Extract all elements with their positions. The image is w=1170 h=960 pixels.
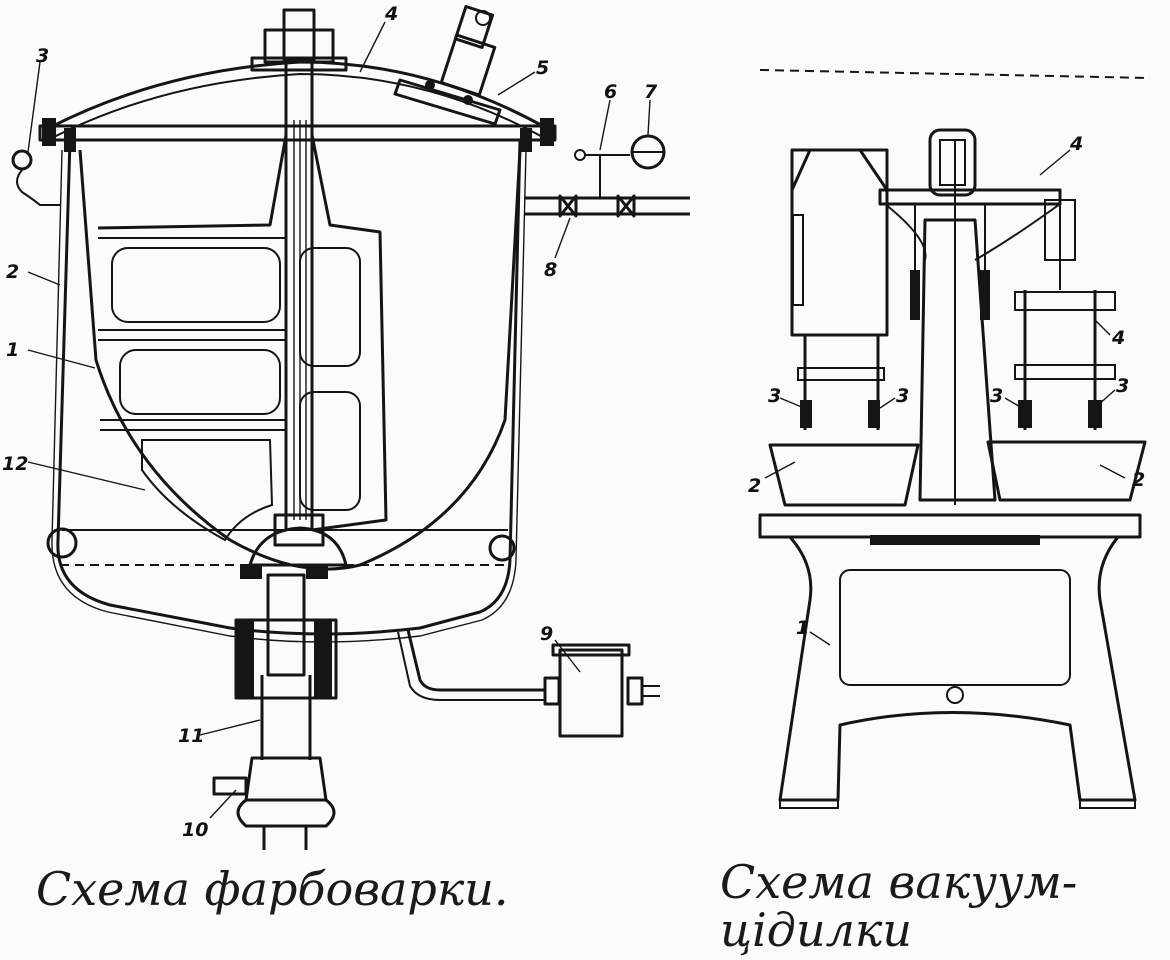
lug-right xyxy=(488,534,516,562)
label-r3-d: 3 xyxy=(1116,375,1129,397)
right-part-labels: 4 4 3 3 3 3 2 2 1 xyxy=(748,133,1145,639)
label-6: 6 xyxy=(604,81,617,103)
lid-flange xyxy=(38,124,557,142)
shaft-top-stub xyxy=(282,8,316,62)
drive-pulley xyxy=(928,128,977,197)
label-8: 8 xyxy=(544,259,557,281)
central-column xyxy=(918,218,997,502)
left-suction-rods xyxy=(797,335,885,430)
label-r3-a: 3 xyxy=(768,385,781,407)
boiler-lid-dome xyxy=(44,60,551,132)
lug-left xyxy=(46,527,78,559)
label-r3-c: 3 xyxy=(990,385,1003,407)
label-r2-right: 2 xyxy=(1132,469,1145,491)
label-3: 3 xyxy=(36,45,49,67)
leader-lines xyxy=(27,21,1126,819)
condensate-pipe xyxy=(406,629,545,692)
label-1: 1 xyxy=(6,339,19,361)
agitator-frame xyxy=(97,134,388,542)
label-r1: 1 xyxy=(796,617,809,639)
caption-right-line2: цідилки xyxy=(720,903,912,956)
vacuum-strainer-drawing xyxy=(758,69,1151,809)
label-11: 11 xyxy=(178,725,204,747)
label-5: 5 xyxy=(536,57,549,79)
label-9: 9 xyxy=(540,623,553,645)
boiler-outer-jacket xyxy=(56,139,522,636)
outlet-pipe xyxy=(234,573,338,760)
paint-boiler-drawing xyxy=(11,5,690,850)
motor-hood xyxy=(790,148,889,337)
top-beam xyxy=(878,188,1062,206)
label-r2-left: 2 xyxy=(748,475,761,497)
caption-right-line1: Схема вакуум- xyxy=(720,855,1077,909)
label-10: 10 xyxy=(182,819,208,841)
steam-inlet-line xyxy=(525,134,690,218)
right-bowl xyxy=(986,440,1147,502)
table-top xyxy=(758,513,1142,539)
label-4: 4 xyxy=(384,3,398,25)
lid-bolts xyxy=(42,118,554,152)
steam-trap xyxy=(558,648,624,738)
label-7: 7 xyxy=(644,81,658,103)
manometer-3 xyxy=(11,149,60,206)
label-r4-mid: 4 xyxy=(1111,327,1125,349)
left-part-labels: 3 4 5 6 7 8 2 1 12 9 11 10 xyxy=(2,3,658,841)
table-frame xyxy=(778,535,1137,809)
jacket-inner-line xyxy=(51,149,527,643)
shaft-top-collar xyxy=(250,56,348,72)
label-2: 2 xyxy=(6,261,19,283)
right-suction-rods xyxy=(1014,199,1116,430)
label-r4-top: 4 xyxy=(1069,133,1083,155)
label-r3-b: 3 xyxy=(896,385,909,407)
bottom-bearing xyxy=(248,526,348,567)
left-bowl xyxy=(768,443,920,507)
caption-left: Схема фарбоварки. xyxy=(36,862,509,916)
lid-inner-line xyxy=(47,72,549,141)
label-12: 12 xyxy=(2,453,28,475)
drain-valve xyxy=(212,756,336,850)
lid-fitting-5 xyxy=(393,5,502,126)
valve-8 xyxy=(558,194,578,218)
shaft-top-flange xyxy=(263,28,335,64)
